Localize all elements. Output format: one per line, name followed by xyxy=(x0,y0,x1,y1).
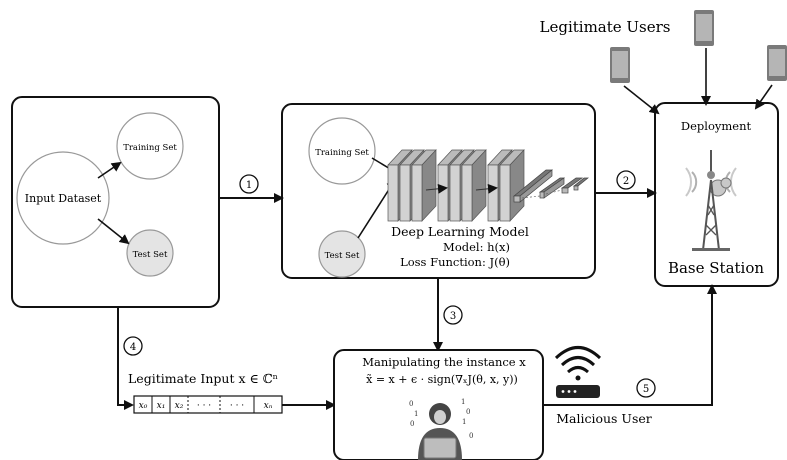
input-dataset-label: Input Dataset xyxy=(25,192,102,205)
vector-cell-x1: x₁ xyxy=(157,401,166,411)
legitimate-input-label: Legitimate Input x ∈ ℂⁿ xyxy=(128,371,278,386)
loss-formula: Loss Function: J(θ) xyxy=(400,255,510,269)
cnn-block-1 xyxy=(387,149,437,222)
model-title: Deep Learning Model xyxy=(391,224,529,239)
svg-text:0: 0 xyxy=(409,400,413,408)
arrow-dataset-to-test xyxy=(97,218,130,245)
svg-text:1: 1 xyxy=(462,418,466,426)
hacker-icon: 0 1 0 1 0 1 0 xyxy=(409,398,473,460)
step-3-badge: 3 xyxy=(443,305,463,325)
svg-text:0: 0 xyxy=(466,408,470,416)
input-vector: x₀ x₁ x₂ · · · · · · xₙ xyxy=(133,395,283,414)
svg-text:2: 2 xyxy=(623,176,629,187)
svg-text:5: 5 xyxy=(643,384,649,395)
attack-title: Manipulating the instance x xyxy=(362,355,526,369)
vector-cell-dots-2: · · · xyxy=(230,401,244,411)
step-4-badge: 4 xyxy=(123,336,143,356)
neural-network-graphic xyxy=(387,149,589,222)
cnn-block-2 xyxy=(437,149,487,222)
base-station-label: Base Station xyxy=(668,259,764,277)
arrow-user1-to-station xyxy=(623,85,660,115)
arrow-user3-to-station xyxy=(754,84,773,110)
input-dataset-circle xyxy=(16,151,110,245)
svg-text:1: 1 xyxy=(414,410,418,418)
arrow-step-4 xyxy=(117,307,134,410)
vector-cell-xn: xₙ xyxy=(264,401,273,411)
step-5-badge: 5 xyxy=(636,378,656,398)
svg-text:0: 0 xyxy=(410,420,414,428)
svg-text:1: 1 xyxy=(461,398,465,406)
vector-cell-x0: x₀ xyxy=(139,401,148,411)
arrow-dataset-to-training xyxy=(97,161,122,179)
model-test-label: Test Set xyxy=(325,251,360,261)
attack-formula: x̃ = x + ϵ · sign(∇ₓJ(θ, x, y)) xyxy=(366,373,518,386)
step-1-badge: 1 xyxy=(239,174,259,194)
model-training-circle xyxy=(308,117,376,185)
svg-text:0: 0 xyxy=(469,432,473,440)
step-2-badge: 2 xyxy=(616,170,636,190)
svg-text:3: 3 xyxy=(450,311,456,322)
svg-text:4: 4 xyxy=(130,342,136,353)
tablet-icon-1 xyxy=(610,47,630,83)
arrow-step-5 xyxy=(543,284,717,406)
malicious-user-label: Malicious User xyxy=(556,411,652,426)
model-training-label: Training Set xyxy=(315,148,369,158)
wifi-router-icon xyxy=(554,346,602,398)
cnn-block-3 xyxy=(487,149,525,222)
tablet-icon-3 xyxy=(767,45,787,81)
base-station-icon xyxy=(685,150,737,251)
deployment-title: Deployment xyxy=(681,119,752,133)
test-set-circle xyxy=(126,229,174,277)
svg-text:1: 1 xyxy=(246,180,252,191)
cnn-dense-layers xyxy=(513,169,589,203)
test-set-label: Test Set xyxy=(133,250,168,260)
legitimate-users-label: Legitimate Users xyxy=(540,18,671,36)
training-set-label: Training Set xyxy=(123,143,177,153)
vector-cell-dots-1: · · · xyxy=(197,401,211,411)
tablet-icon-2 xyxy=(694,10,714,46)
training-set-circle xyxy=(116,112,184,180)
vector-cell-x2: x₂ xyxy=(175,401,184,411)
model-test-circle xyxy=(318,230,366,278)
model-formula: Model: h(x) xyxy=(443,240,510,254)
